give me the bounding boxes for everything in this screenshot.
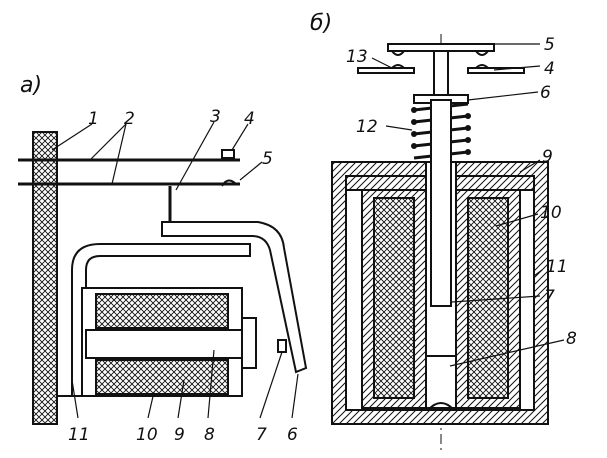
winding-right (467, 197, 509, 399)
label-b-12: 12 (356, 117, 378, 137)
winding-left (373, 197, 415, 399)
core-pole (241, 317, 257, 369)
label-a-4: 4 (244, 109, 255, 129)
label-b-13: 13 (346, 47, 368, 67)
core (85, 329, 255, 359)
label-b-6: 6 (540, 83, 551, 103)
label-a-8: 8 (204, 425, 215, 445)
label-a-5: 5 (262, 149, 273, 169)
panel-b-title: б) (310, 11, 332, 36)
label-a-7: 7 (256, 425, 267, 445)
label-a-6: 6 (287, 425, 298, 445)
mounting-base (32, 131, 58, 425)
armature-stop (277, 339, 287, 353)
label-a-3: 3 (210, 107, 221, 127)
label-b-8: 8 (566, 329, 577, 349)
panel-b: б) (310, 11, 577, 452)
panel-a-title: а) (20, 73, 42, 98)
yoke (57, 243, 251, 397)
contact-stem (433, 50, 449, 98)
label-b-11: 11 (546, 257, 568, 277)
label-b-7: 7 (544, 287, 555, 307)
label-a-1: 1 (88, 109, 99, 129)
label-b-9: 9 (542, 147, 553, 167)
label-a-10: 10 (136, 425, 158, 445)
stop-core (425, 355, 457, 409)
plunger (430, 99, 452, 307)
label-a-9: 9 (174, 425, 185, 445)
label-b-10: 10 (540, 203, 562, 223)
label-a-2: 2 (124, 109, 135, 129)
coil-winding-bottom (95, 359, 229, 395)
contact-5 (221, 179, 237, 187)
contact-4 (221, 149, 235, 159)
label-a-11: 11 (68, 425, 90, 445)
armature (161, 221, 308, 374)
fixed-contact-right (467, 67, 525, 74)
coil-winding-top (95, 293, 229, 329)
label-b-4: 4 (544, 59, 555, 79)
moving-contact-bridge (387, 43, 495, 52)
label-b-5: 5 (544, 35, 555, 55)
fixed-contact-left (357, 67, 415, 74)
panel-a: а) 1 (18, 73, 308, 445)
